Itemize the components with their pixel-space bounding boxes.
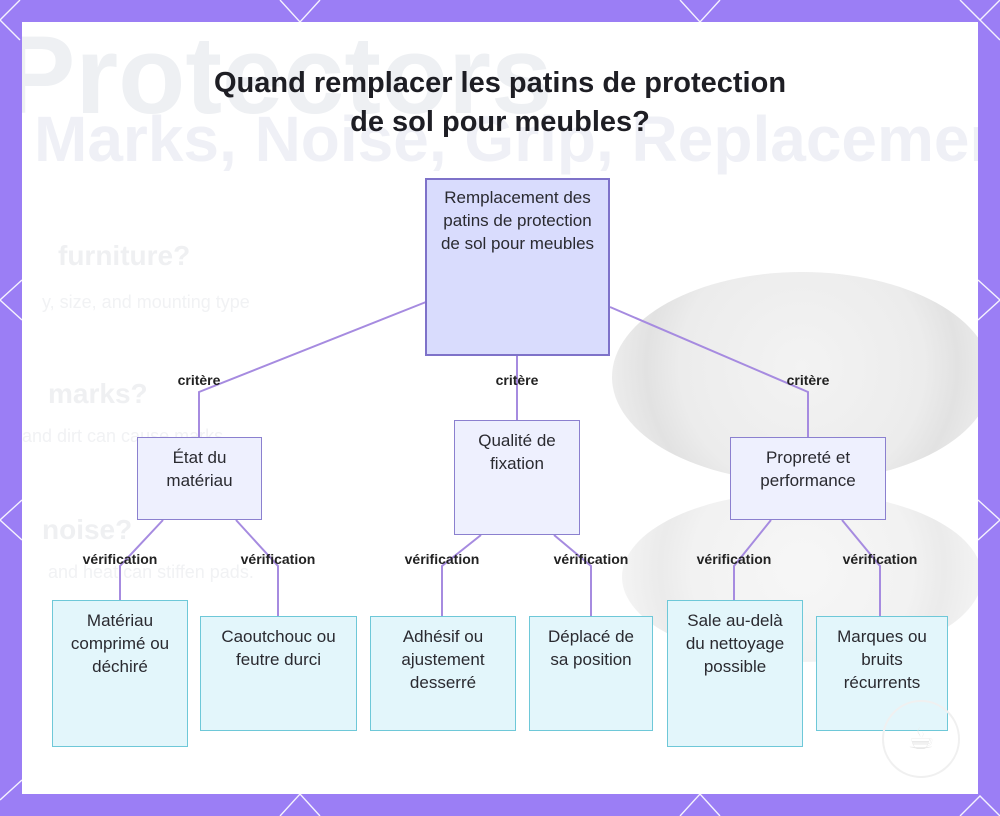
edge-label-check: vérification: [404, 551, 480, 567]
watermark-badge: ☕: [882, 700, 960, 778]
branch-node-material: État du matériau: [137, 437, 262, 520]
edge-label-check: vérification: [696, 551, 772, 567]
diagram-title: Quand remplacer les patins de protection…: [213, 67, 787, 138]
edge-label-check: vérification: [553, 551, 629, 567]
leaf-node-displaced: Déplacé de sa position: [529, 616, 653, 731]
background-heading: Protectors: [22, 22, 553, 137]
edge-label-check: vérification: [842, 551, 918, 567]
leaf-node-compressed: Matériau comprimé ou déchiré: [52, 600, 188, 747]
leaf-node-marks: Marques ou bruits récurrents: [816, 616, 948, 731]
background-question-1: furniture?: [58, 240, 191, 271]
root-node: Remplacement des patins de protection de…: [425, 178, 610, 356]
edge-label-check: vérification: [240, 551, 316, 567]
leaf-node-hardened: Caoutchouc ou feutre durci: [200, 616, 357, 731]
edge-label-criterion: critère: [177, 372, 221, 388]
cup-icon: ☕: [907, 722, 935, 756]
background-question-3: noise?: [42, 514, 133, 545]
background-note-1: y, size, and mounting type: [42, 292, 250, 312]
background-note-3: and heat can stiffen pads.: [48, 562, 254, 582]
background-question-2: marks?: [48, 378, 148, 409]
edge-label-criterion: critère: [786, 372, 830, 388]
leaf-node-loose: Adhésif ou ajustement desserré: [370, 616, 516, 731]
leaf-node-dirty: Sale au-delà du nettoyage possible: [667, 600, 803, 747]
branch-node-cleanliness: Propreté et performance: [730, 437, 886, 520]
edge-label-criterion: critère: [495, 372, 539, 388]
branch-node-fixation: Qualité de fixation: [454, 420, 580, 535]
edge-label-check: vérification: [82, 551, 158, 567]
background-subheading: Marks, Noise, Grip, Replacement: [34, 103, 978, 175]
